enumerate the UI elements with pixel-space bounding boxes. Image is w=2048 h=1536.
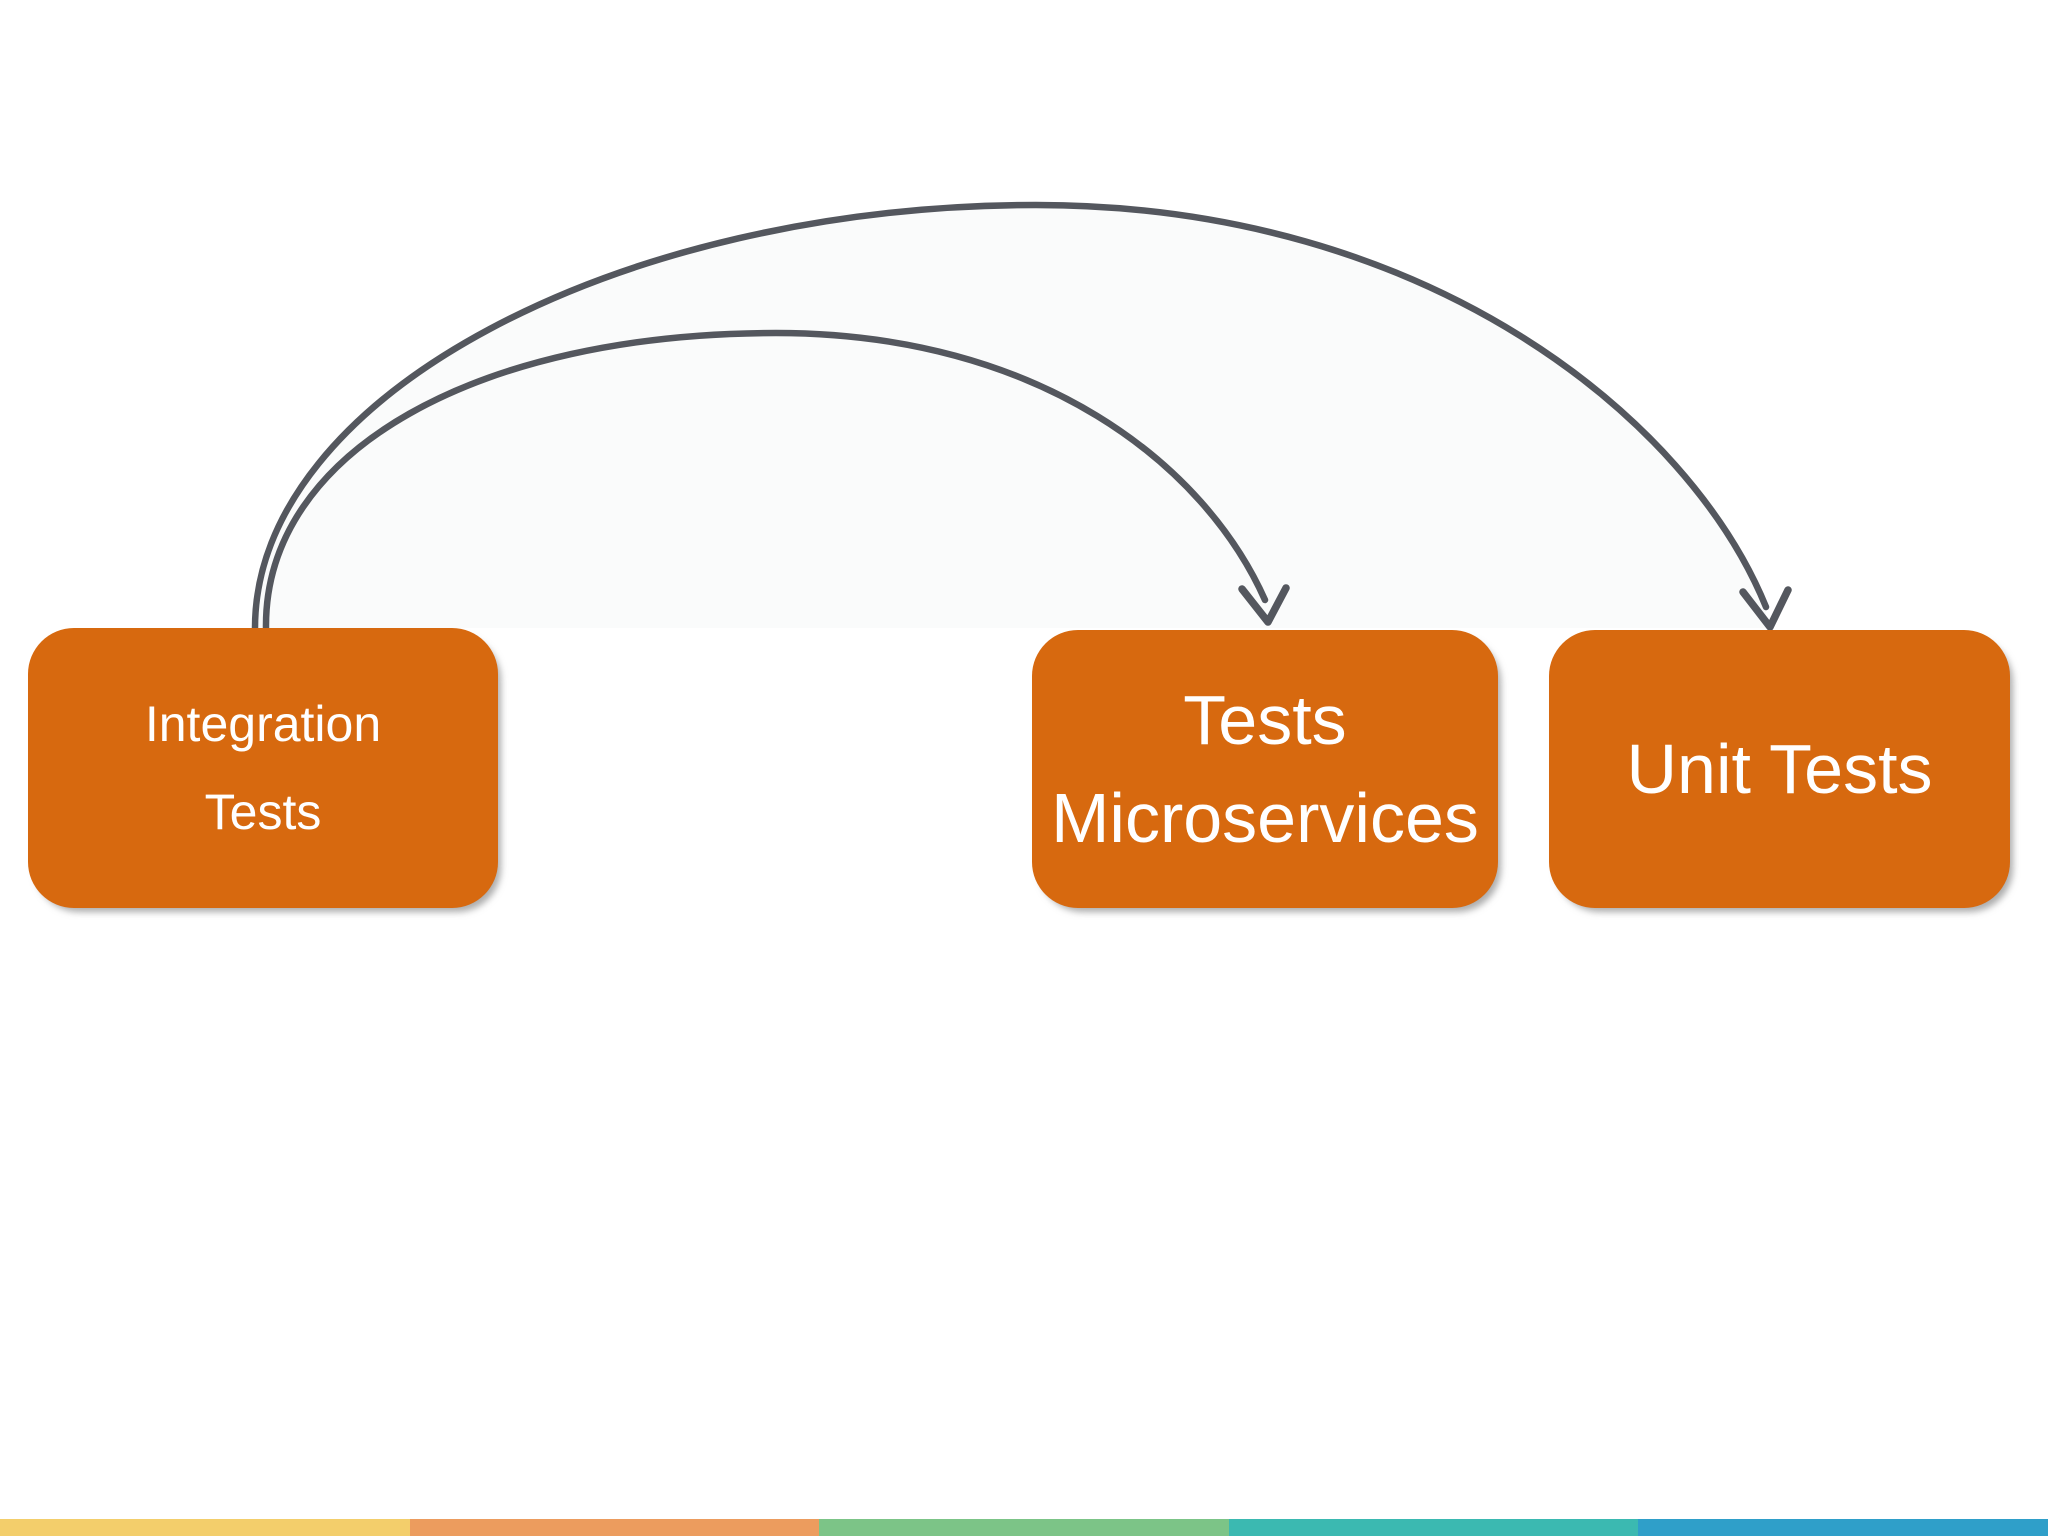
footer-color-stripe [0, 1519, 2048, 1536]
node-label-line: Integration [144, 696, 382, 752]
footer-stripe-segment [1228, 1519, 1639, 1536]
node-tests-microservices: Tests Microservices [1032, 630, 1498, 908]
footer-stripe-segment [819, 1519, 1229, 1536]
connector-integration-to-unittests [251, 201, 1792, 632]
footer-stripe-segment [1638, 1519, 2048, 1536]
node-label-line: Tests [204, 784, 322, 840]
arc-background-tint [255, 205, 1766, 628]
footer-stripe-segment [0, 1519, 410, 1536]
node-label-line: Microservices [1051, 779, 1479, 857]
footer-stripe-segment [409, 1519, 820, 1536]
node-unit-tests: Unit Tests [1549, 630, 2010, 908]
connector-arrowhead [1238, 584, 1290, 626]
connector-integration-to-microservices [262, 329, 1290, 632]
connector-arrowhead [1739, 586, 1792, 631]
node-label-line: Unit Tests [1626, 730, 1933, 808]
node-integration-tests: Integration Tests [28, 628, 498, 908]
node-label-line: Tests [1183, 681, 1347, 759]
